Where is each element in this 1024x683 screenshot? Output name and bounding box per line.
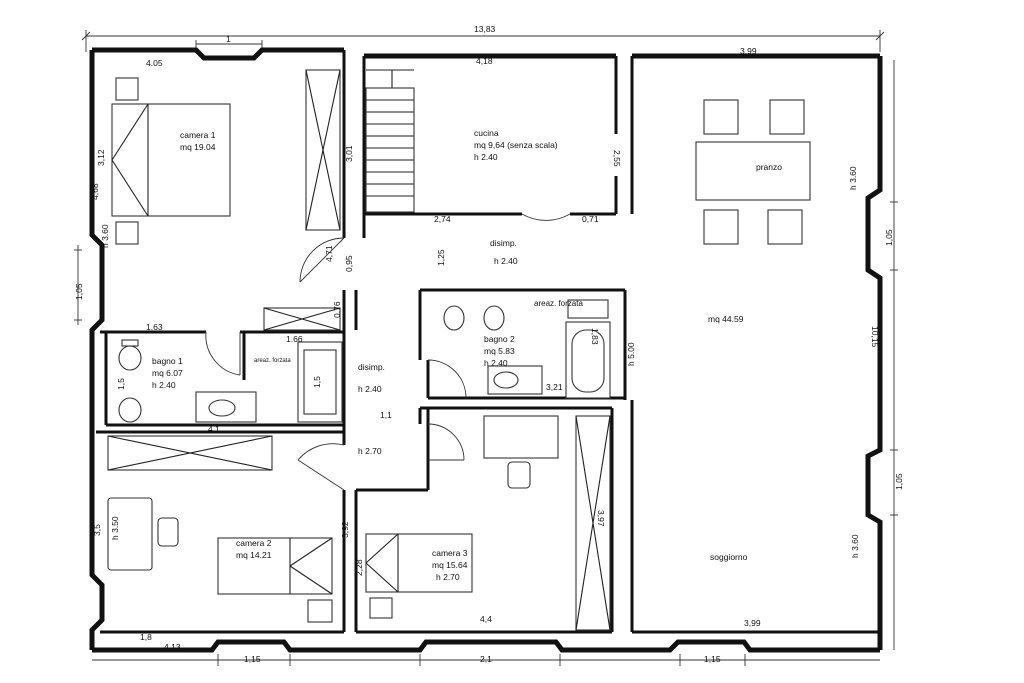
dim-sog-right: 10,15 bbox=[870, 326, 880, 348]
stairs bbox=[365, 69, 415, 213]
dim-bottom-b: 4,13 bbox=[164, 642, 181, 652]
dim-mid-w: 1,1 bbox=[380, 410, 392, 420]
disimp-top-name: disimp. bbox=[490, 238, 517, 248]
dim-disimp: 1,25 bbox=[436, 249, 446, 266]
dim-sog-right-win: 1,05 bbox=[884, 229, 894, 246]
dim-bagno1-w: 4,1 bbox=[208, 424, 220, 434]
dim-bagno2-side: 1,83 bbox=[590, 328, 600, 345]
dim-bottom-win-b: 2,1 bbox=[480, 654, 492, 664]
cucina-height: h 2.40 bbox=[474, 152, 498, 162]
desk-camera3 bbox=[483, 415, 559, 459]
camera2-area: mq 14.21 bbox=[236, 550, 272, 560]
camera3-area: mq 15.64 bbox=[432, 560, 468, 570]
dim-door-b: 0,95 bbox=[344, 255, 354, 272]
camera2-name: camera 2 bbox=[236, 538, 272, 548]
dim-sog-h-low: h 3.60 bbox=[850, 534, 860, 558]
bagno2-height: h 2.40 bbox=[484, 358, 508, 368]
dim-bagno1-top: 1.66 bbox=[286, 334, 303, 344]
camera3-height: h 2.70 bbox=[436, 572, 460, 582]
room-labels: camera 1 mq 19.04 cucina mq 9,64 (senza … bbox=[152, 128, 782, 582]
toilet-bagno1 bbox=[118, 345, 142, 371]
desk-camera2 bbox=[107, 497, 153, 571]
dim-stair-h: 3,01 bbox=[344, 145, 354, 162]
soggiorno-area: mq 44.59 bbox=[708, 314, 744, 324]
pranzo-name: pranzo bbox=[756, 162, 782, 172]
dim-cam3-left: 2,28 bbox=[354, 559, 364, 576]
dim-cam1-bottom: 1.63 bbox=[146, 322, 163, 332]
dim-sog-right-low-win: 1,05 bbox=[894, 473, 904, 490]
dim-kitchen-side: 2,55 bbox=[612, 150, 622, 167]
dim-cam1-left-b: 4,68 bbox=[90, 183, 100, 200]
bidet-bagno2 bbox=[483, 305, 505, 331]
dim-top-right: 3,99 bbox=[740, 46, 757, 56]
interior-walls bbox=[96, 50, 880, 634]
bagno2-name: bagno 2 bbox=[484, 334, 515, 344]
bagno1-name: bagno 1 bbox=[152, 356, 183, 366]
bagno1-area: mq 6.07 bbox=[152, 368, 183, 378]
bagno1-height: h 2.40 bbox=[152, 380, 176, 390]
dim-cam2-side: 3,5 bbox=[92, 524, 102, 536]
dimension-lines bbox=[74, 30, 898, 666]
dim-top-left: 4.05 bbox=[146, 58, 163, 68]
dim-cam3-right: 3,97 bbox=[596, 510, 606, 527]
dim-kitchen-wall: 0,71 bbox=[582, 214, 599, 224]
toilet-bagno2 bbox=[443, 305, 465, 331]
disimp-mid-height: h 2.40 bbox=[358, 384, 382, 394]
disimp-low-height: h 2.70 bbox=[358, 446, 382, 456]
bed-camera2 bbox=[217, 537, 333, 595]
dim-door-a: 4,71 bbox=[324, 245, 334, 262]
dim-total-width: 13,83 bbox=[474, 24, 496, 34]
disimp-mid-name: disimp. bbox=[358, 362, 385, 372]
furniture bbox=[107, 69, 811, 631]
bed-camera1 bbox=[111, 103, 231, 217]
areaz1-name: areaz. forzata bbox=[254, 358, 291, 364]
dim-sog-h-top: h 3.60 bbox=[848, 166, 858, 190]
dim-cam2-h: h 3.50 bbox=[110, 516, 120, 540]
dim-top-small: 1 bbox=[226, 34, 231, 44]
dim-bottom-win-c: 1,15 bbox=[704, 654, 721, 664]
dim-bottom-a: 1,8 bbox=[140, 632, 152, 642]
bidet-bagno1 bbox=[118, 397, 142, 423]
dim-cam1-h: h 3.60 bbox=[100, 224, 110, 248]
bed-camera3 bbox=[365, 533, 473, 593]
dim-bottom-d: 3,99 bbox=[744, 618, 761, 628]
areaz2-name: areaz. forzata bbox=[534, 299, 583, 308]
dim-h500: h 5.00 bbox=[626, 342, 636, 366]
camera1-name: camera 1 bbox=[180, 130, 216, 140]
camera1-area: mq 19.04 bbox=[180, 142, 216, 152]
dim-left-window: 1,05 bbox=[74, 283, 84, 300]
bagno2-area: mq 5.83 bbox=[484, 346, 515, 356]
outer-walls bbox=[89, 47, 883, 653]
dim-bagno1-side: 0.76 bbox=[332, 301, 342, 318]
dim-bagno1-h: 1,5 bbox=[116, 378, 126, 390]
dim-bottom-c: 4,4 bbox=[480, 614, 492, 624]
dim-kitchen-sep: 2,74 bbox=[434, 214, 451, 224]
dim-bagno2-w: 3,21 bbox=[546, 382, 563, 392]
soggiorno-name: soggiorno bbox=[710, 552, 748, 562]
cucina-name: cucina bbox=[474, 128, 499, 138]
dim-bagno1-small: 1,5 bbox=[312, 376, 322, 388]
dining-table bbox=[695, 141, 811, 201]
dim-cam1-left-a: 3,12 bbox=[96, 149, 106, 166]
camera3-name: camera 3 bbox=[432, 548, 468, 558]
dim-cam2-right: 3,92 bbox=[340, 521, 350, 538]
disimp-top-height: h 2.40 bbox=[494, 256, 518, 266]
doors bbox=[205, 213, 571, 491]
dim-top-mid: 4,18 bbox=[476, 56, 493, 66]
dimension-texts: 13,83 1 4.05 4,18 3,99 3,12 4,68 h 3.60 … bbox=[74, 24, 904, 664]
dim-bottom-win-a: 1,15 bbox=[244, 654, 261, 664]
cucina-area: mq 9,64 (senza scala) bbox=[474, 140, 558, 150]
